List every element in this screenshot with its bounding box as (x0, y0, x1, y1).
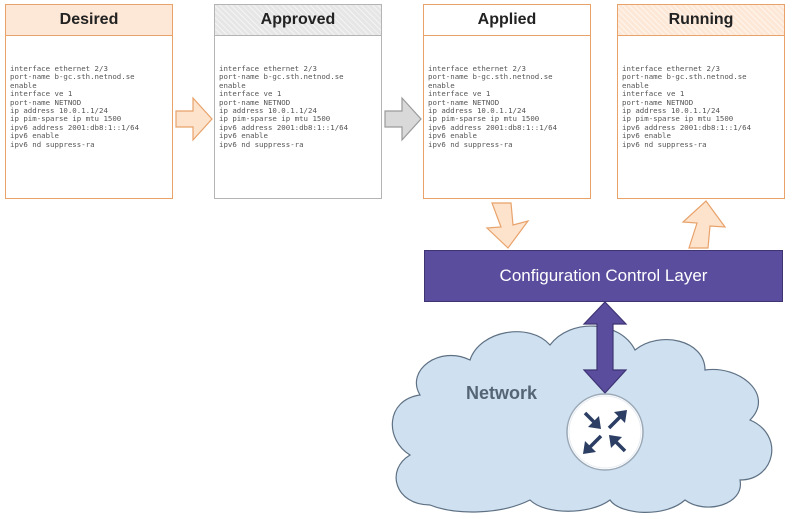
stage-title: Approved (215, 5, 381, 36)
config-line: enable (219, 80, 246, 90)
config-line: port-name NETNOD (622, 97, 694, 107)
config-line: ipv6 nd suppress-ra (622, 139, 707, 149)
config-line: interface ethernet 2/3 (622, 64, 720, 73)
network-label: Network (466, 383, 538, 403)
config-line: interface ve 1 (622, 89, 685, 99)
config-block: interface ethernet 2/3 port-name b-gc.st… (10, 64, 172, 149)
double-arrow-icon (582, 301, 628, 394)
config-block: interface ethernet 2/3 port-name b-gc.st… (428, 64, 590, 149)
config-line: interface ethernet 2/3 (219, 64, 317, 73)
stage-title: Running (618, 5, 784, 36)
config-line: ip address 10.0.1.1/24 (10, 106, 108, 116)
config-line: ipv6 nd suppress-ra (219, 139, 304, 149)
config-line: ipv6 address 2001:db8:1::1/64 (622, 122, 752, 132)
config-line: interface ve 1 (428, 89, 491, 99)
stage-applied: Applied interface ethernet 2/3 port-name… (423, 4, 591, 199)
config-block: interface ethernet 2/3 port-name b-gc.st… (622, 64, 784, 149)
arrow-right-icon (175, 96, 213, 142)
config-line: ip pim-sparse ip mtu 1500 (10, 114, 122, 124)
stage-approved: Approved interface ethernet 2/3 port-nam… (214, 4, 382, 199)
config-line: ipv6 address 2001:db8:1::1/64 (428, 122, 558, 132)
config-line: ip pim-sparse ip mtu 1500 (622, 114, 734, 124)
config-block: interface ethernet 2/3 port-name b-gc.st… (219, 64, 381, 149)
arrow-up-icon (681, 200, 727, 249)
configuration-control-layer: Configuration Control Layer (424, 250, 783, 302)
config-line: port-name NETNOD (219, 97, 291, 107)
arrow-right-icon (384, 96, 422, 142)
config-line: interface ethernet 2/3 (428, 64, 526, 73)
config-line: interface ve 1 (219, 89, 282, 99)
config-line: ipv6 nd suppress-ra (428, 139, 513, 149)
stage-title: Desired (6, 5, 172, 36)
config-line: ipv6 address 2001:db8:1::1/64 (10, 122, 140, 132)
config-line: ipv6 enable (219, 131, 268, 141)
config-line: ip pim-sparse ip mtu 1500 (428, 114, 540, 124)
stage-desired: Desired interface ethernet 2/3 port-name… (5, 4, 173, 199)
config-line: enable (428, 80, 455, 90)
config-line: ipv6 enable (428, 131, 477, 141)
config-line: enable (622, 80, 649, 90)
config-line: ipv6 address 2001:db8:1::1/64 (219, 122, 349, 132)
config-line: ipv6 enable (10, 131, 59, 141)
stage-running: Running interface ethernet 2/3 port-name… (617, 4, 785, 199)
config-line: ip address 10.0.1.1/24 (622, 106, 720, 116)
config-line: port-name b-gc.sth.netnod.se (428, 72, 553, 82)
config-line: ip address 10.0.1.1/24 (428, 106, 526, 116)
arrow-down-icon (485, 202, 530, 249)
config-line: port-name NETNOD (10, 97, 82, 107)
config-line: interface ve 1 (10, 89, 73, 99)
config-line: ip pim-sparse ip mtu 1500 (219, 114, 331, 124)
config-line: enable (10, 80, 37, 90)
config-line: port-name b-gc.sth.netnod.se (622, 72, 747, 82)
stage-title: Applied (424, 5, 590, 36)
config-line: ipv6 nd suppress-ra (10, 139, 95, 149)
router-icon (566, 393, 644, 471)
config-line: interface ethernet 2/3 (10, 64, 108, 73)
config-line: ip address 10.0.1.1/24 (219, 106, 317, 116)
config-line: ipv6 enable (622, 131, 671, 141)
config-line: port-name b-gc.sth.netnod.se (10, 72, 135, 82)
config-line: port-name NETNOD (428, 97, 500, 107)
config-line: port-name b-gc.sth.netnod.se (219, 72, 344, 82)
